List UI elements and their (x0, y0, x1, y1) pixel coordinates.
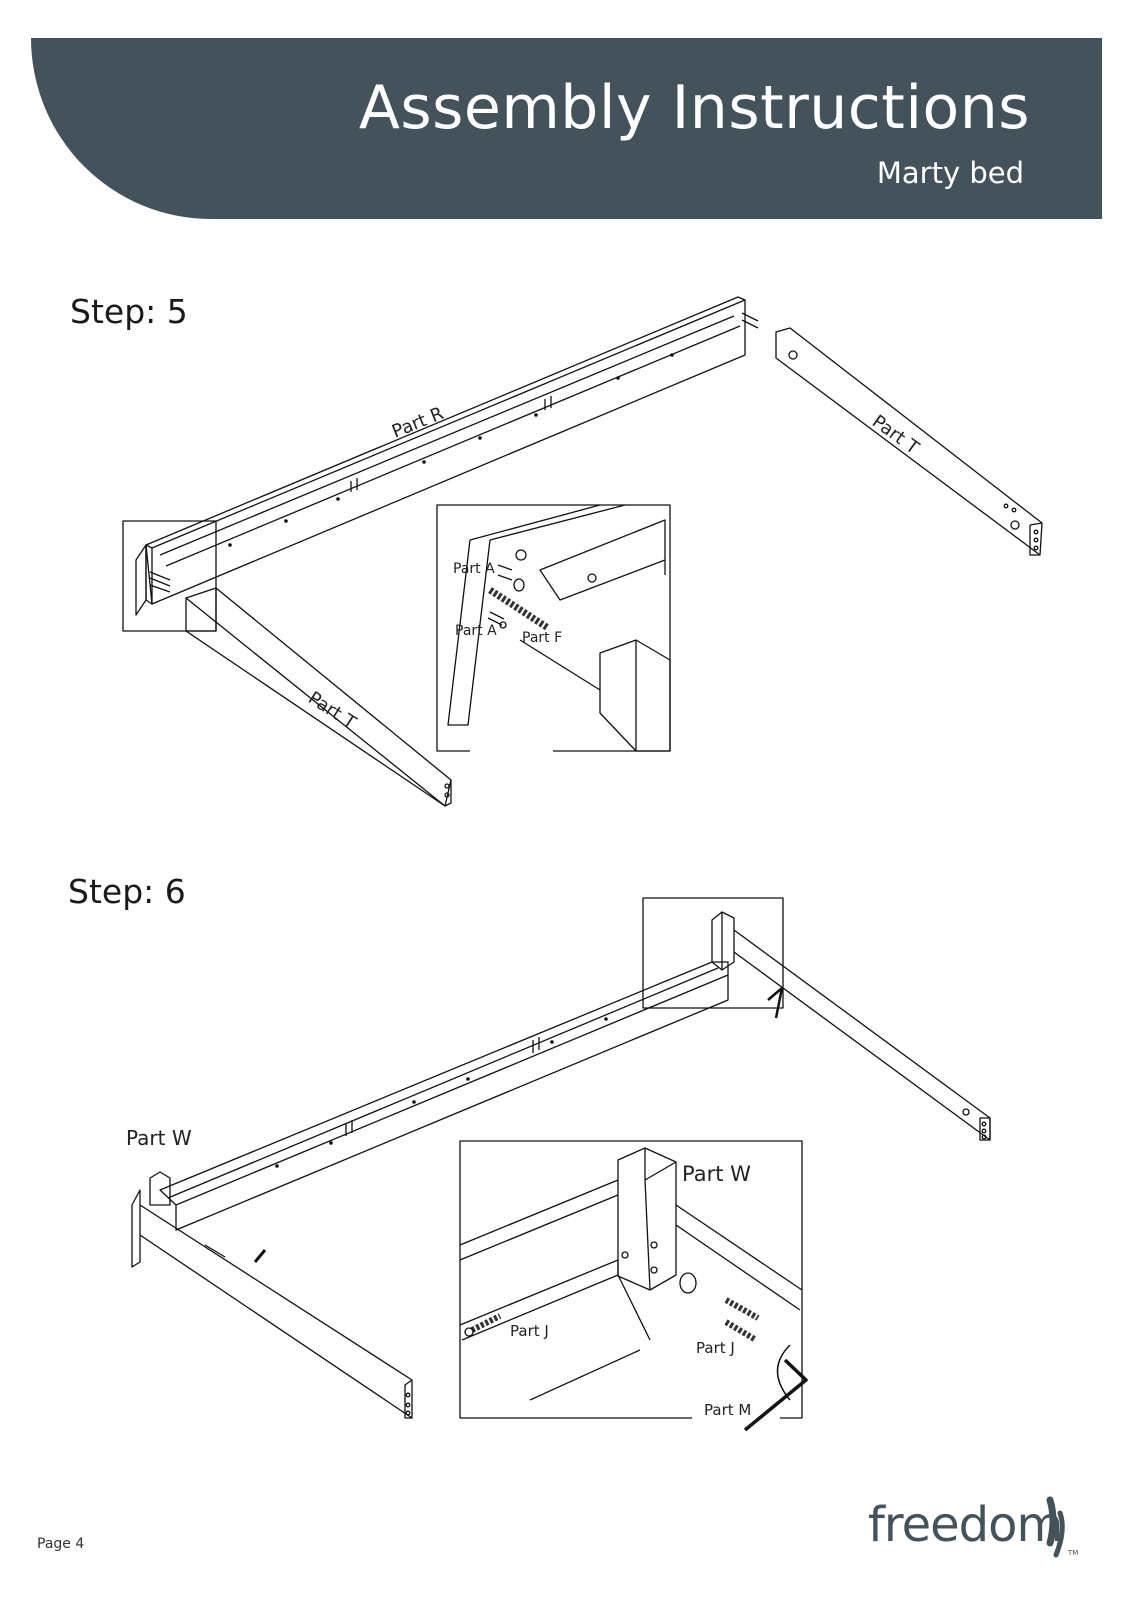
step-6-callout-box (642, 897, 784, 1009)
part-m-label: Part M (704, 1401, 751, 1419)
step-6-diagram: Part W Part W Part J Part J Part M (126, 897, 991, 1432)
part-f-label: Part F (522, 630, 562, 646)
step-5-callout-box (122, 520, 217, 632)
step-6-title: Step: 6 (68, 872, 186, 911)
header-banner: Assembly Instructions Marty bed (31, 38, 1102, 219)
step-6-detail-box (459, 1140, 803, 1419)
leaf-icon (1046, 1496, 1065, 1558)
part-r-rail-step6 (159, 961, 729, 1206)
part-r-rail (145, 296, 746, 605)
part-w-detail-label: Part W (682, 1162, 751, 1186)
product-name: Marty bed (876, 156, 1024, 190)
page-title: Assembly Instructions (358, 73, 1030, 143)
step-5-diagram: Part R Part T Part T Part A Part A Part … (122, 296, 1043, 807)
page-number: Page 4 (37, 1536, 85, 1552)
part-w-post-left (149, 1171, 171, 1206)
logo-wordmark: freedom (868, 1497, 1063, 1553)
trademark: TM (1068, 1549, 1079, 1557)
part-j-bolt-left (470, 1313, 502, 1333)
part-j-bolt-right-a (724, 1297, 760, 1321)
part-f-bolt (488, 587, 550, 631)
freedom-logo: freedom TM (868, 1495, 1088, 1565)
part-a-top-label: Part A (453, 561, 495, 577)
part-j-bolt-right-b (724, 1319, 758, 1343)
part-m-allen-key (743, 1358, 808, 1432)
part-j-left-label: Part J (510, 1322, 549, 1340)
part-a-bottom-label: Part A (455, 623, 497, 639)
part-t-right (775, 327, 1043, 556)
step-5-title: Step: 5 (70, 292, 188, 331)
part-w-label: Part W (126, 1126, 192, 1150)
part-j-right-label: Part J (696, 1339, 735, 1357)
